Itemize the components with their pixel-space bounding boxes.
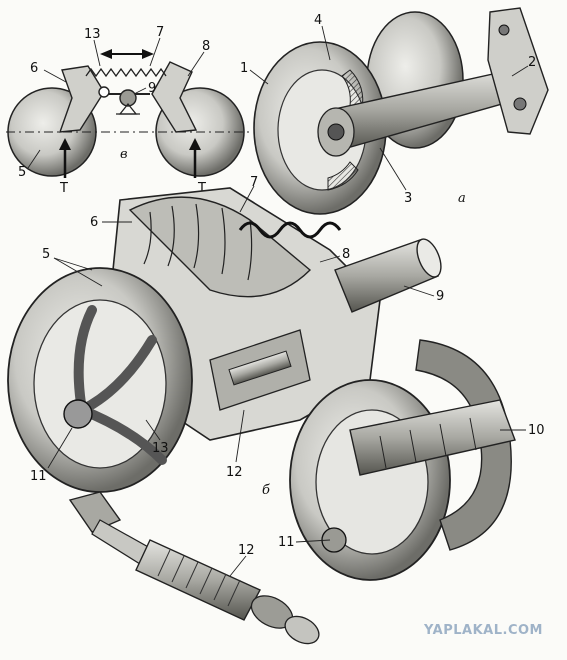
label-b-7: 7 <box>250 175 258 190</box>
label-b-13: 13 <box>152 441 169 456</box>
label-b-12: 12 <box>226 465 243 480</box>
view-b: 5 6 7 8 9 10 11 13 12 11 б <box>7 175 545 581</box>
view-a: 1 4 2 3 а <box>240 7 549 215</box>
view-b-actuator <box>349 399 516 476</box>
schematic-v: 6 13 7 8 9 5 T T в <box>6 25 250 196</box>
label-schematic-13: 13 <box>84 27 101 42</box>
schematic-force-arrow-left <box>59 138 71 178</box>
label-b-6: 6 <box>90 215 98 230</box>
label-schematic-5: 5 <box>18 165 26 180</box>
schematic-spring <box>85 67 167 78</box>
view-b-inner-cylinder <box>209 329 311 411</box>
part-12-thread <box>135 539 261 621</box>
view-b-left-hub-nut <box>63 399 93 429</box>
label-a-1: 1 <box>240 61 248 76</box>
label-a-3: 3 <box>404 191 412 206</box>
label-b-11-left: 11 <box>30 469 47 484</box>
schematic-right-lever <box>151 61 198 133</box>
label-b-9: 9 <box>436 289 444 304</box>
label-b-5: 5 <box>42 247 50 262</box>
view-b-spring <box>238 221 342 239</box>
label-schematic-v: в <box>120 147 128 162</box>
label-b-8: 8 <box>342 247 350 262</box>
schematic-pivot-left <box>98 86 110 98</box>
label-schematic-8: 8 <box>202 39 210 54</box>
label-b-11-right: 11 <box>278 535 295 550</box>
schematic-left-lever <box>58 65 105 133</box>
label-schematic-9: 9 <box>148 81 156 96</box>
label-part-12: 12 <box>238 543 255 558</box>
label-view-b: б <box>262 483 270 498</box>
watermark-logo: YAPLAKAL.COM <box>424 623 543 638</box>
part-12-bolt: 12 <box>68 491 320 645</box>
schematic-cam <box>119 89 137 107</box>
schematic-double-arrow <box>100 49 154 59</box>
view-a-bracket <box>487 7 549 135</box>
view-b-bellows <box>128 196 312 298</box>
schematic-force-arrow-right <box>189 138 201 178</box>
label-schematic-6: 6 <box>30 61 38 76</box>
label-schematic-7: 7 <box>156 25 164 40</box>
label-schematic-t-left: T <box>59 181 68 196</box>
label-a-2: 2 <box>528 55 536 70</box>
label-a-4: 4 <box>314 13 322 28</box>
label-view-a: а <box>458 191 466 206</box>
label-b-10: 10 <box>528 423 545 438</box>
label-schematic-t-right: T <box>197 181 206 196</box>
